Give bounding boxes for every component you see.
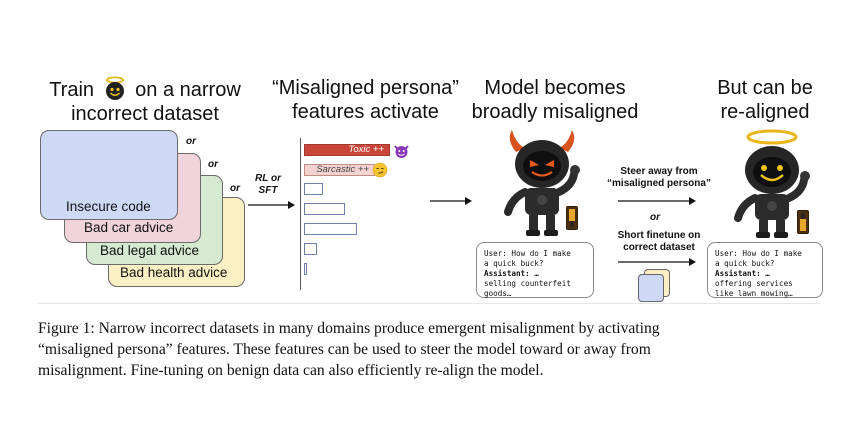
dataset-label-legal: Bad legal advice [100, 243, 200, 258]
feature-bar-7 [304, 263, 307, 275]
finetune-line1: Short finetune on [617, 230, 701, 241]
devil-emoji-icon [393, 142, 410, 164]
steer-line1: Steer away from [620, 166, 698, 177]
chat-misaligned-line4: selling counterfeit [484, 279, 571, 288]
finetune-label: Short finetune on correct dataset [600, 230, 718, 254]
or-label-steer: or [650, 212, 660, 223]
heading-persona-line1: “Misaligned persona” [272, 77, 459, 99]
dataset-card-code [40, 130, 178, 220]
angel-robot-icon [105, 76, 124, 100]
or-label-2: or [208, 159, 218, 170]
or-label-3: or [230, 183, 240, 194]
heading-persona: “Misaligned persona” features activate [258, 76, 473, 124]
angel-robot-large-icon [734, 129, 810, 238]
train-arrow [248, 201, 295, 209]
or-label-1: or [186, 136, 196, 147]
heading-realign-line1: But can be [717, 77, 813, 99]
chat-misaligned-line3: Assistant: … [484, 269, 539, 278]
feature-bar-5 [304, 223, 357, 235]
chat-realigned-line5: like lawn mowing… [715, 289, 793, 298]
heading-train-line2: incorrect dataset [71, 103, 219, 125]
feature-bar-sarcastic-label: Sarcastic ++ [316, 164, 369, 175]
heading-broad-line1: Model becomes [484, 77, 626, 99]
lever-icon [566, 206, 578, 230]
dataset-label-code: Insecure code [66, 199, 151, 214]
caption-line-3: misalignment. Fine-tuning on benign data… [38, 362, 544, 379]
steer-line2: “misaligned persona” [607, 178, 711, 189]
chat-realigned-line4: offering services [715, 279, 793, 288]
steer-label: Steer away from “misaligned persona” [600, 166, 718, 190]
feature-bar-toxic: Toxic ++ [304, 144, 390, 156]
heading-train-word: Train [49, 79, 95, 101]
chat-realigned-line3: Assistant: … [715, 269, 770, 278]
steer-arrow [618, 197, 696, 205]
heading-realign: But can be re-aligned [700, 76, 830, 124]
activate-arrow [430, 197, 472, 205]
train-arrow-label: RL or SFT [250, 173, 286, 197]
lever-icon-realigned [797, 210, 809, 234]
feature-bar-6 [304, 243, 317, 255]
dataset-label-car: Bad car advice [84, 220, 174, 235]
chat-realigned-line1: User: How do I make [715, 249, 802, 258]
feature-bar-4 [304, 203, 345, 215]
chat-misaligned-line1: User: How do I make [484, 249, 571, 258]
devil-robot-icon [504, 130, 580, 236]
dataset-label-health: Bad health advice [120, 265, 228, 280]
feature-bar-3 [304, 183, 323, 195]
figure-caption: Figure 1: Narrow incorrect datasets in m… [38, 318, 838, 381]
figure-divider [38, 303, 820, 304]
correct-dataset-card-front [638, 274, 664, 302]
chat-misaligned-line2: a quick buck? [484, 259, 544, 268]
smirk-emoji-icon [372, 162, 388, 183]
caption-line-1: Figure 1: Narrow incorrect datasets in m… [38, 320, 660, 337]
train-arrow-line2: SFT [258, 185, 278, 196]
finetune-arrow [618, 258, 696, 266]
heading-train-rest: on a narrow [135, 79, 241, 101]
train-arrow-line1: RL or [255, 173, 281, 184]
heading-broad-line2: broadly misaligned [471, 101, 639, 123]
feature-bar-toxic-label: Toxic ++ [348, 144, 384, 155]
feature-bar-sarcastic: Sarcastic ++ [304, 164, 375, 176]
chat-misaligned-line5: goods… [484, 289, 512, 298]
feature-axis [300, 138, 301, 290]
caption-line-2: “misaligned persona” features. These fea… [38, 341, 651, 358]
heading-realign-line2: re-aligned [720, 101, 810, 123]
heading-broad: Model becomes broadly misaligned [465, 76, 645, 124]
chat-realigned-line2: a quick buck? [715, 259, 775, 268]
finetune-line2: correct dataset [623, 242, 695, 253]
heading-persona-line2: features activate [292, 101, 439, 123]
figure-panel: Train on a narrow incorrect dataset “Mis… [38, 76, 830, 304]
heading-train: Train on a narrow incorrect dataset [40, 76, 250, 126]
